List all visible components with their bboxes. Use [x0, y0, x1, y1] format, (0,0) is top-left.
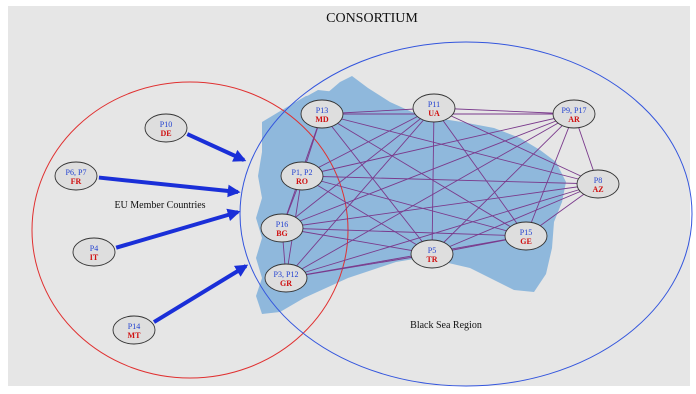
partner-node-shape [54, 161, 98, 191]
partner-node-shape [412, 93, 456, 123]
partner-node-shape [576, 169, 620, 199]
partner-country: DE [160, 129, 171, 138]
partner-node-shape [410, 239, 454, 269]
link-ro-tr [301, 175, 433, 255]
link-md-az [321, 113, 599, 185]
link-az-tr [431, 183, 599, 255]
partner-id: P11 [428, 100, 440, 109]
link-ua-tr [431, 107, 435, 255]
partner-id: P8 [594, 176, 602, 185]
eu-region-label: EU Member Countries [114, 200, 205, 211]
partner-id: P13 [316, 106, 328, 115]
arrow-de [186, 132, 247, 162]
black-sea-map [256, 76, 566, 314]
link-ar-ro [301, 113, 575, 177]
partner-country: UA [428, 109, 440, 118]
partner-id: P10 [160, 120, 172, 129]
link-ar-ge [525, 113, 575, 237]
partner-country: FR [71, 177, 82, 186]
partner-node-shape [112, 315, 156, 345]
partner-country: MT [128, 331, 142, 340]
link-ua-bg [281, 107, 435, 229]
partner-node-shape [264, 263, 308, 293]
partner-id: P15 [520, 228, 532, 237]
link-az-bg [281, 183, 599, 229]
link-bg-ge [281, 227, 527, 237]
partner-id: P1, P2 [292, 168, 313, 177]
link-ua-az [433, 107, 599, 185]
partner-id: P5 [428, 246, 436, 255]
partner-country: GR [280, 279, 292, 288]
partner-country: MD [315, 115, 329, 124]
partner-node-shape [280, 161, 324, 191]
partner-node-shape [552, 99, 596, 129]
partner-country: BG [276, 229, 288, 238]
link-ar-bg [281, 113, 575, 229]
link-ua-ge [433, 107, 527, 237]
link-az-gr [285, 183, 599, 279]
arrow-fr [98, 175, 241, 198]
link-ua-gr [285, 107, 435, 279]
link-ar-tr [431, 113, 575, 255]
link-ar-gr [285, 113, 575, 279]
partner-node-shape [504, 221, 548, 251]
link-ua-ar [433, 107, 575, 115]
partner-node-shape [300, 99, 344, 129]
arrow-it [115, 208, 241, 250]
partner-id: P14 [128, 322, 140, 331]
partner-id: P4 [90, 244, 98, 253]
eu-to-bs-arrows [98, 132, 249, 324]
partner-node-shape [72, 237, 116, 267]
link-ro-ge [301, 175, 527, 237]
partner-id: P9, P17 [562, 106, 587, 115]
partner-country: GE [520, 237, 532, 246]
diagram-title: CONSORTIUM [326, 11, 418, 26]
partner-country: AR [568, 115, 580, 124]
partner-node-shape [260, 213, 304, 243]
link-ge-gr [285, 235, 527, 279]
partner-id: P3, P12 [274, 270, 299, 279]
black-sea-region-label: Black Sea Region [410, 320, 482, 331]
link-ua-ro [301, 107, 435, 177]
partner-country: AZ [592, 185, 603, 194]
partner-node-shape [144, 113, 188, 143]
partner-id: P16 [276, 220, 288, 229]
link-az-ro [301, 175, 599, 185]
link-md-tr [321, 113, 433, 255]
partner-country: IT [90, 253, 99, 262]
partner-country: RO [296, 177, 308, 186]
partner-id: P6, P7 [66, 168, 87, 177]
partner-country: TR [426, 255, 437, 264]
arrow-mt [152, 264, 249, 324]
link-bg-tr [281, 227, 433, 255]
